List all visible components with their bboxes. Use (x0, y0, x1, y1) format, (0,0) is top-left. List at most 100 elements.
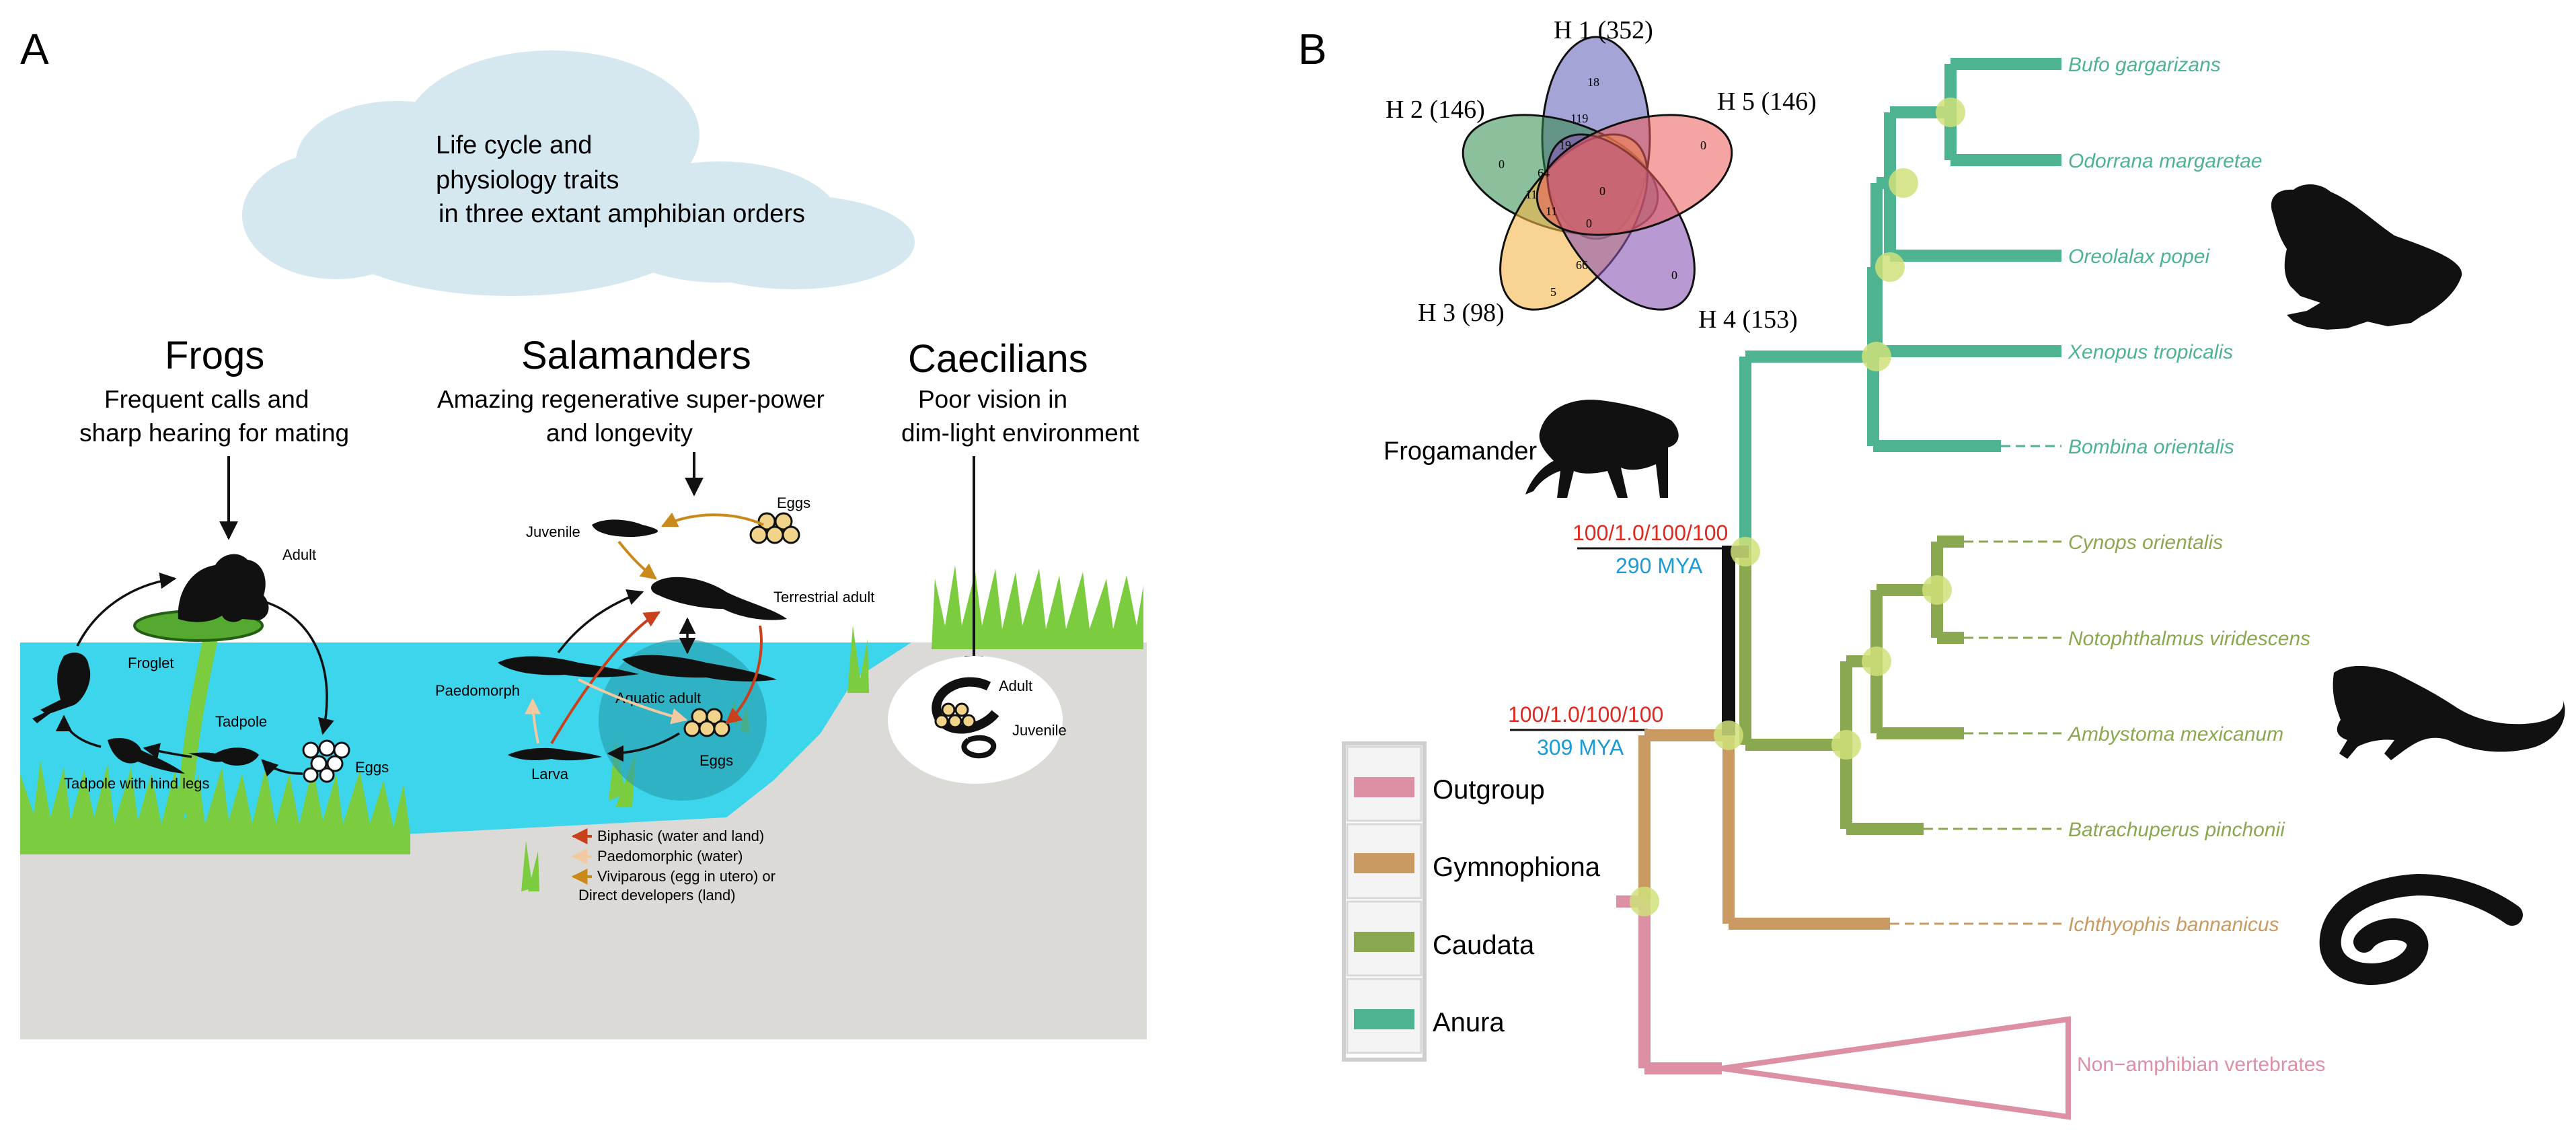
caecilian-eggs-icon (934, 702, 976, 729)
cloud-text-line-2: physiology traits (436, 166, 619, 194)
frog-adult-icon (178, 554, 269, 622)
taxon-outgroup: Non−amphibian vertebrates (2077, 1054, 2325, 1076)
venn-set-h5 (1536, 114, 1733, 236)
salamander-terrestrial-icon (651, 577, 787, 620)
legend-viviparous-line-1: Viviparous (egg in utero) or (597, 868, 775, 885)
salamander-aquatic-label: Aquatic adult (615, 690, 701, 706)
legend-viviparous-line-2: Direct developers (land) (578, 887, 736, 904)
venn-count-11b: 11 (1546, 205, 1557, 218)
taxon-ichthyophis: Ichthyophis bannanicus (2068, 914, 2279, 936)
caecilians-desc-line-2: dim-light environment (901, 419, 1139, 447)
venn-label-h4: H 4 (153) (1698, 305, 1798, 334)
venn-count-h2-only: 0 (1499, 157, 1505, 171)
legend-label-caudata: Caudata (1433, 930, 1535, 960)
salamander-arrow-juvenile-adult (617, 540, 657, 580)
venn-count-h4-inner: 0 (1586, 217, 1592, 230)
panel-a-label: A (20, 25, 49, 73)
taxon-oreolalax: Oreolalax popei (2068, 246, 2210, 268)
froglet-icon (32, 653, 91, 723)
salamanders-desc-line-2: and longevity (546, 419, 693, 447)
caecilian-silhouette-icon (2319, 873, 2523, 985)
node-2-support: 100/1.0/100/100 (1508, 702, 1663, 727)
tadpole-label: Tadpole (215, 713, 267, 730)
venn-count-h5-only: 0 (1700, 139, 1706, 152)
caecilians-title: Caecilians (908, 337, 1088, 381)
venn-label-h1: H 1 (352) (1554, 16, 1653, 44)
clade-legend-frame (1342, 741, 1427, 1062)
legend-swatch-caudata (1354, 932, 1414, 952)
panel-a: A Life cycle and physiology traits in th… (20, 25, 1147, 1039)
salamander-arrow-egg-larva (607, 732, 680, 762)
taxon-odorrana: Odorrana margaretae (2068, 150, 2263, 172)
salamander-arrow-paedo-egg (578, 678, 688, 725)
froglet-label: Froglet (128, 655, 174, 671)
phylogeny-tree (1616, 58, 2071, 1120)
frog-eggs-icon (302, 739, 350, 783)
taxon-xenopus: Xenopus tropicalis (2068, 341, 2233, 363)
salamander-larva-label: Larva (531, 766, 569, 782)
venn-count-center: 0 (1599, 184, 1605, 198)
legend-swatch-anura (1354, 1009, 1414, 1029)
frogs-desc-line-2: sharp hearing for mating (79, 419, 349, 447)
salamander-arrow-larva-paedo (525, 698, 541, 744)
outgroup-triangle (1721, 1016, 2071, 1120)
salamander-terrestrial-label: Terrestrial adult (773, 589, 874, 605)
frog-cycle-arrow-1 (265, 601, 334, 735)
salamander-arrow-adult-eggs (660, 512, 764, 527)
salamander-eggs-bottom-icon (683, 708, 730, 737)
frog-cycle-arrow-2 (261, 759, 303, 777)
cloud-shape (242, 50, 915, 296)
venn-count-11a: 11 (1525, 188, 1537, 201)
venn-count-h3-only: 5 (1550, 285, 1556, 299)
taxa-labels: Bufo gargarizans Odorrana margaretae Ore… (2067, 54, 2325, 1076)
caecilian-juvenile-label: Juvenile (1012, 722, 1067, 739)
clade-legend: Outgroup Gymnophiona Caudata Anura (1342, 741, 1601, 1062)
frogamander-icon (1525, 400, 1679, 498)
node-2-age: 309 MYA (1537, 735, 1624, 760)
salamander-paedomorph-icon (498, 656, 639, 677)
salamander-legend: Biphasic (water and land) Paedomorphic (… (571, 828, 775, 904)
frogs-desc-line-1: Frequent calls and (104, 385, 309, 413)
salamander-paedomorph-label: Paedomorph (435, 682, 520, 699)
taxon-bufo: Bufo gargarizans (2068, 54, 2221, 76)
legend-paedomorphic: Paedomorphic (water) (597, 848, 743, 865)
frogs-title: Frogs (165, 334, 264, 377)
salamanders-title: Salamanders (521, 334, 751, 377)
salamander-eggs-bottom-label: Eggs (699, 752, 733, 769)
salamander-juvenile-label: Juvenile (526, 523, 580, 540)
venn-count-h1-only: 18 (1587, 75, 1599, 89)
salamander-eggs-top-icon (749, 512, 800, 544)
frog-eggs-label: Eggs (355, 759, 389, 776)
taxon-batrachuperus: Batrachuperus pinchonii (2068, 819, 2285, 841)
salamanders-desc-line-1: Amazing regenerative super-power (437, 385, 825, 413)
venn-count-19: 19 (1559, 139, 1571, 152)
legend-biphasic: Biphasic (water and land) (597, 828, 764, 844)
grass-strip (20, 760, 410, 854)
caecilian-adult-label: Adult (999, 677, 1032, 694)
frog-adult-label: Adult (282, 546, 316, 563)
frog-cycle-arrow-5 (76, 573, 177, 647)
taxon-notophthalmus: Notophthalmus viridescens (2068, 628, 2310, 650)
tadpole-icon (188, 747, 259, 766)
legend-label-outgroup: Outgroup (1433, 775, 1545, 805)
venn-diagram: 18 119 0 19 0 64 11 11 0 0 66 5 0 H 1 (3… (1386, 16, 1817, 334)
node-1-age: 290 MYA (1616, 554, 1703, 578)
tip-dashes (1890, 445, 2061, 925)
outgroup-branches (1616, 895, 1722, 1074)
salamander-juvenile-icon (592, 519, 658, 538)
panel-b: B 18 119 0 19 0 64 11 11 0 0 66 5 0 H 1 … (1298, 16, 2565, 1120)
lily-stem (178, 620, 221, 815)
salamander-aquatic-icon (622, 655, 777, 682)
frog-cycle-arrow-4 (55, 714, 102, 748)
venn-count-66: 66 (1576, 258, 1588, 272)
gymnophiona-branches (1638, 729, 1890, 930)
salamander-eggs-top-label: Eggs (777, 494, 810, 511)
salamander-arrow-paedo-adult (557, 589, 644, 654)
taxon-cynops: Cynops orientalis (2068, 531, 2223, 554)
legend-swatch-gymnophiona (1354, 853, 1414, 873)
venn-count-64: 64 (1538, 166, 1550, 180)
salamander-larva-icon (508, 747, 602, 761)
tadpole-hind-legs-label: Tadpole with hind legs (64, 775, 209, 792)
taxon-ambystoma: Ambystoma mexicanum (2067, 723, 2283, 745)
